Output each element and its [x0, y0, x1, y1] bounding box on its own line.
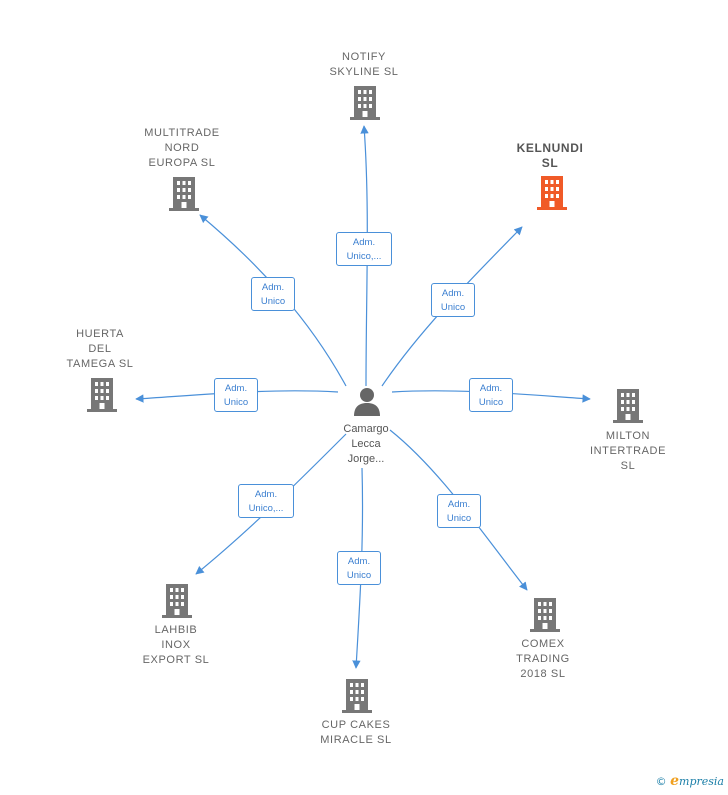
- company-icon-huerta[interactable]: [87, 378, 117, 412]
- company-icon-milton[interactable]: [613, 389, 643, 423]
- building-icon: [537, 176, 567, 210]
- building-icon: [350, 86, 380, 120]
- role-box-comex[interactable]: Adm. Unico: [437, 494, 481, 528]
- building-icon: [162, 584, 192, 618]
- company-icon-comex[interactable]: [530, 598, 560, 632]
- company-name: CUP CAKES MIRACLE SL: [320, 719, 392, 746]
- role-box-notify[interactable]: Adm. Unico,...: [336, 232, 392, 266]
- role-box-milton[interactable]: Adm. Unico: [469, 378, 513, 412]
- company-name: KELNUNDI SL: [516, 141, 584, 170]
- company-icon-multitrade[interactable]: [169, 177, 199, 211]
- company-name: HUERTA DEL TAMEGA SL: [66, 328, 134, 370]
- brand-e-letter: e: [670, 773, 680, 789]
- role-box-multitrade[interactable]: Adm. Unico: [251, 277, 295, 311]
- copyright-icon: ©: [655, 775, 667, 788]
- person-icon: [354, 388, 380, 416]
- company-name: COMEX TRADING 2018 SL: [516, 638, 570, 680]
- company-node-huerta[interactable]: HUERTA DEL TAMEGA SL: [50, 327, 150, 372]
- company-name: MILTON INTERTRADE SL: [589, 430, 667, 472]
- building-icon: [87, 378, 117, 412]
- company-node-comex[interactable]: COMEX TRADING 2018 SL: [493, 637, 593, 682]
- person-node[interactable]: [344, 386, 390, 416]
- company-name: LAHBIB INOX EXPORT SL: [142, 624, 210, 666]
- company-node-lahbib[interactable]: LAHBIB INOX EXPORT SL: [126, 623, 226, 668]
- company-node-cupcakes[interactable]: CUP CAKES MIRACLE SL: [304, 718, 408, 748]
- company-node-notify[interactable]: NOTIFY SKYLINE SL: [314, 50, 414, 80]
- company-name: MULTITRADE NORD EUROPA SL: [144, 127, 220, 169]
- building-icon: [530, 598, 560, 632]
- role-box-huerta[interactable]: Adm. Unico: [214, 378, 258, 412]
- company-icon-cupcakes[interactable]: [342, 679, 372, 713]
- building-icon: [613, 389, 643, 423]
- company-node-kelnundi[interactable]: KELNUNDI SL: [500, 141, 600, 171]
- company-icon-lahbib[interactable]: [162, 584, 192, 618]
- company-name: NOTIFY SKYLINE SL: [329, 51, 399, 78]
- role-box-kelnundi[interactable]: Adm. Unico: [431, 283, 475, 317]
- building-icon: [169, 177, 199, 211]
- company-icon-kelnundi[interactable]: [537, 176, 567, 210]
- company-node-milton[interactable]: MILTON INTERTRADE SL: [576, 429, 680, 474]
- footer-brand[interactable]: © empresia: [656, 773, 724, 789]
- brand-name: mpresia: [679, 775, 724, 788]
- person-name[interactable]: Camargo Lecca Jorge...: [343, 423, 389, 465]
- building-icon: [342, 679, 372, 713]
- company-node-multitrade[interactable]: MULTITRADE NORD EUROPA SL: [132, 126, 232, 171]
- role-box-cupcakes[interactable]: Adm. Unico: [337, 551, 381, 585]
- company-icon-notify[interactable]: [350, 86, 380, 120]
- role-box-lahbib[interactable]: Adm. Unico,...: [238, 484, 294, 518]
